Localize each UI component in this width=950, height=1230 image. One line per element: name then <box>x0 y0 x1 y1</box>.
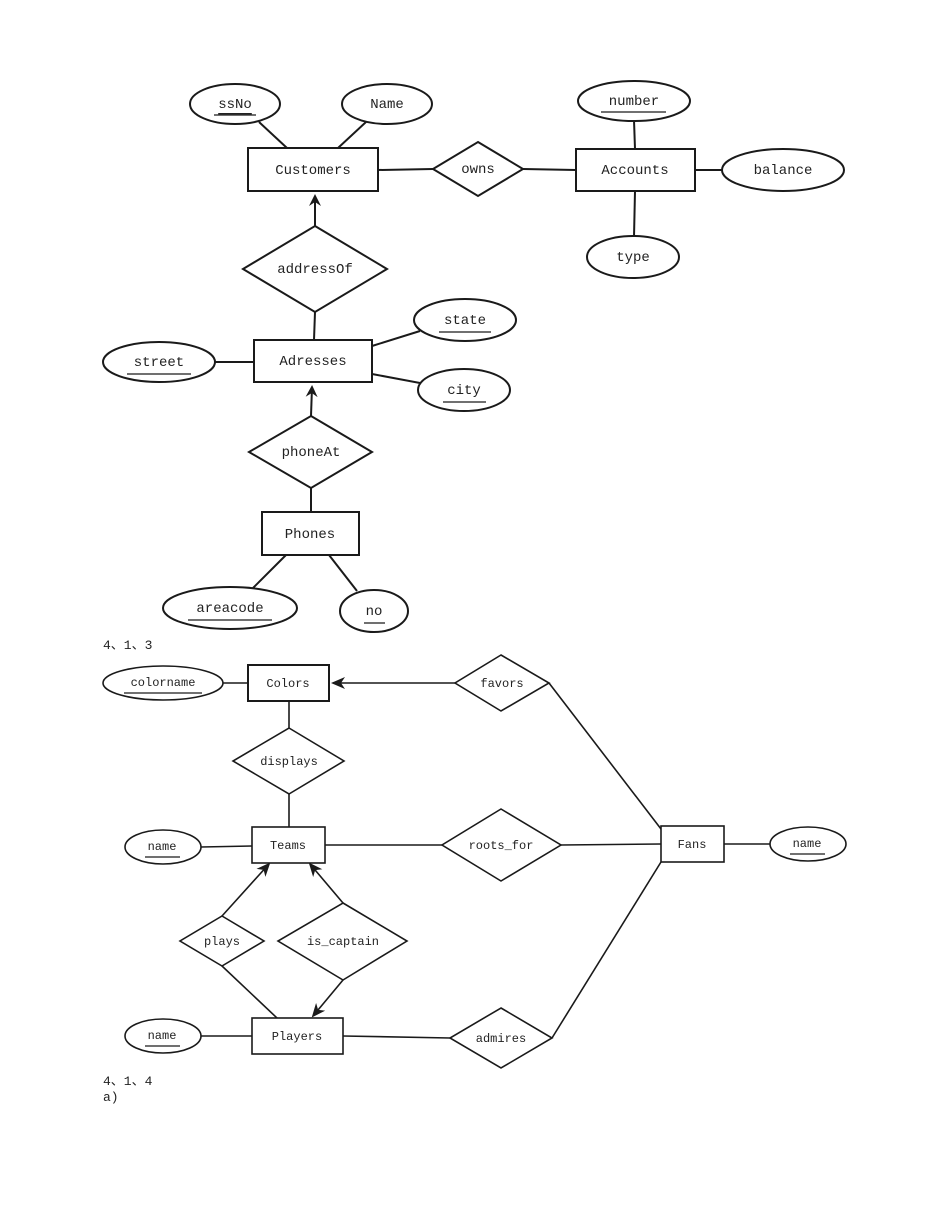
connector-favors-fans <box>548 682 662 830</box>
entity-accounts-label: Accounts <box>601 163 668 179</box>
relationship-admires[interactable]: admires <box>448 1007 554 1069</box>
connector-adresses-state <box>371 330 421 347</box>
relationship-favors-label: favors <box>480 677 523 691</box>
connector-plays-players <box>221 965 278 1019</box>
relationship-phoneat-label: phoneAt <box>282 445 341 461</box>
connector-rootsfor-fans <box>560 843 662 846</box>
attribute-ssno-label: ssNo <box>218 97 252 113</box>
entity-phones[interactable]: Phones <box>261 511 360 556</box>
entity-customers-label: Customers <box>275 163 351 179</box>
connector-admires-fans <box>551 861 662 1039</box>
attribute-type-label: type <box>616 250 650 266</box>
attribute-colorname[interactable]: colorname <box>102 665 224 701</box>
entity-phones-label: Phones <box>285 527 335 543</box>
entity-teams-label: Teams <box>270 839 306 853</box>
connector-accounts-type <box>633 190 636 238</box>
entity-accounts[interactable]: Accounts <box>575 148 696 192</box>
entity-adresses-label: Adresses <box>279 354 346 370</box>
attribute-city[interactable]: city <box>417 368 511 412</box>
caption-part-a: a) <box>103 1090 119 1105</box>
connector-phones-no <box>328 554 358 592</box>
attribute-number-label: number <box>609 94 659 110</box>
attribute-no-label: no <box>366 604 383 620</box>
attribute-ssno[interactable]: ssNo <box>189 83 281 125</box>
attribute-state-label: state <box>444 313 486 329</box>
attribute-balance-label: balance <box>754 163 813 179</box>
arrow-iscaptain-teams <box>308 862 344 904</box>
relationship-is-captain-label: is_captain <box>307 935 379 949</box>
attribute-colorname-label: colorname <box>131 676 196 690</box>
connector-adresses-city <box>371 373 421 384</box>
attribute-player-name-label: name <box>148 1029 177 1043</box>
entity-players[interactable]: Players <box>251 1017 344 1055</box>
entity-colors[interactable]: Colors <box>247 664 330 702</box>
entity-fans[interactable]: Fans <box>660 825 725 863</box>
relationship-owns[interactable]: owns <box>431 140 525 198</box>
connector-teamname-teams <box>200 845 253 848</box>
attribute-player-name[interactable]: name <box>124 1018 202 1054</box>
relationship-roots-for-label: roots_for <box>469 839 534 853</box>
arrow-plays-teams <box>221 862 271 917</box>
diagram-4-1-3: Customers Accounts Adresses Phones owns … <box>102 80 845 633</box>
relationship-plays-label: plays <box>204 935 240 949</box>
connector-addressof-adresses <box>313 311 316 341</box>
attribute-fan-name-label: name <box>793 837 822 851</box>
relationship-admires-label: admires <box>476 1032 526 1046</box>
entity-customers[interactable]: Customers <box>247 147 379 192</box>
attribute-areacode-label: areacode <box>196 601 263 617</box>
relationship-addressof[interactable]: addressOf <box>241 224 389 314</box>
attribute-balance[interactable]: balance <box>721 148 845 192</box>
connector-name-customers <box>337 121 367 149</box>
attribute-state[interactable]: state <box>413 298 517 342</box>
attribute-city-label: city <box>447 383 481 399</box>
connector-number-accounts <box>633 119 636 150</box>
diagram-4-1-4: Colors Teams Players Fans favors display… <box>102 654 847 1069</box>
attribute-no[interactable]: no <box>339 589 409 633</box>
arrow-iscaptain-players <box>311 979 344 1018</box>
connector-phones-areacode <box>252 554 287 589</box>
entity-colors-label: Colors <box>266 677 309 691</box>
connector-ssno-customers <box>258 121 288 149</box>
entity-fans-label: Fans <box>678 838 707 852</box>
arrow-phoneat-adresses <box>305 385 318 417</box>
connector-owns-accounts <box>522 168 577 171</box>
attribute-fan-name[interactable]: name <box>769 826 847 862</box>
relationship-roots-for[interactable]: roots_for <box>440 808 563 882</box>
relationship-displays-label: displays <box>260 755 318 769</box>
attribute-team-name-label: name <box>148 840 177 854</box>
attribute-team-name[interactable]: name <box>124 829 202 865</box>
caption-4-1-3: 4、1、3 <box>103 638 153 653</box>
relationship-displays[interactable]: displays <box>231 727 346 795</box>
relationship-phoneat[interactable]: phoneAt <box>247 414 374 490</box>
relationship-favors[interactable]: favors <box>453 654 551 712</box>
relationship-addressof-label: addressOf <box>277 262 353 278</box>
relationship-owns-label: owns <box>461 162 495 178</box>
attribute-street-label: street <box>134 355 184 371</box>
attribute-street[interactable]: street <box>102 341 216 383</box>
attribute-type[interactable]: type <box>586 235 680 279</box>
attribute-number[interactable]: number <box>577 80 691 122</box>
connector-customers-owns <box>377 168 434 171</box>
connector-players-admires <box>342 1035 451 1039</box>
entity-teams[interactable]: Teams <box>251 826 326 864</box>
entity-adresses[interactable]: Adresses <box>253 339 373 383</box>
attribute-name-label: Name <box>370 97 404 113</box>
relationship-plays[interactable]: plays <box>178 915 266 967</box>
attribute-areacode[interactable]: areacode <box>162 586 298 630</box>
entity-players-label: Players <box>272 1030 322 1044</box>
relationship-is-captain[interactable]: is_captain <box>276 902 409 981</box>
attribute-name[interactable]: Name <box>341 83 433 125</box>
caption-4-1-4: 4、1、4 <box>103 1074 153 1089</box>
